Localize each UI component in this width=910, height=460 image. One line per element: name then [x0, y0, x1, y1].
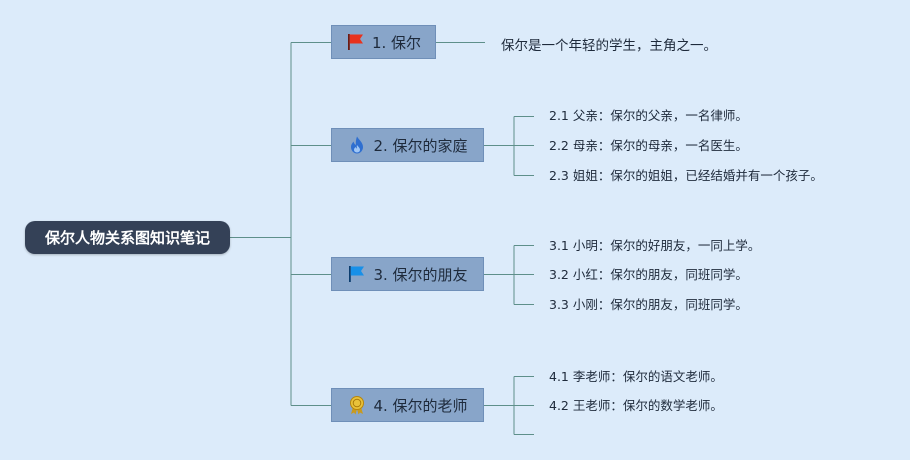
branch-2-leaf-ticks — [514, 116, 534, 176]
branch-1-label: 1. 保尔 — [371, 33, 422, 52]
branch-node-2[interactable]: 2. 保尔的家庭 — [331, 128, 484, 162]
leaf-3-1: 3.1 小明：保尔的好朋友，一同上学。 — [549, 238, 761, 253]
leaf-2-1: 2.1 父亲：保尔的父亲，一名律师。 — [549, 108, 748, 123]
leaf-4-2: 4.2 王老师：保尔的数学老师。 — [549, 398, 723, 413]
branch-3-leaf-ticks — [514, 245, 534, 305]
branch-1-description: 保尔是一个年轻的学生，主角之一。 — [501, 38, 717, 54]
branch-node-3[interactable]: 3. 保尔的朋友 — [331, 257, 484, 291]
branch-node-4[interactable]: 4. 保尔的老师 — [331, 388, 484, 422]
branch-4-label: 4. 保尔的老师 — [373, 396, 468, 415]
blue-flame-icon — [347, 135, 367, 155]
gold-medal-icon — [347, 395, 367, 415]
root-label: 保尔人物关系图知识笔记 — [44, 229, 210, 247]
leaf-2-3: 2.3 姐姐：保尔的姐姐，已经结婚并有一个孩子。 — [549, 168, 823, 183]
red-flag-icon — [346, 32, 366, 52]
blue-flag-icon — [347, 264, 367, 284]
leaf-3-2: 3.2 小红：保尔的朋友，同班同学。 — [549, 267, 748, 282]
branch-node-1[interactable]: 1. 保尔 — [331, 25, 436, 59]
branch-4-leaf-ticks — [514, 376, 534, 435]
leaf-2-2: 2.2 母亲：保尔的母亲，一名医生。 — [549, 138, 748, 153]
branch-3-label: 3. 保尔的朋友 — [373, 265, 468, 284]
leaf-3-3: 3.3 小刚：保尔的朋友，同班同学。 — [549, 297, 748, 312]
leaf-4-1: 4.1 李老师：保尔的语文老师。 — [549, 369, 723, 384]
branch-2-label: 2. 保尔的家庭 — [373, 136, 468, 155]
root-node[interactable]: 保尔人物关系图知识笔记 — [25, 221, 230, 254]
